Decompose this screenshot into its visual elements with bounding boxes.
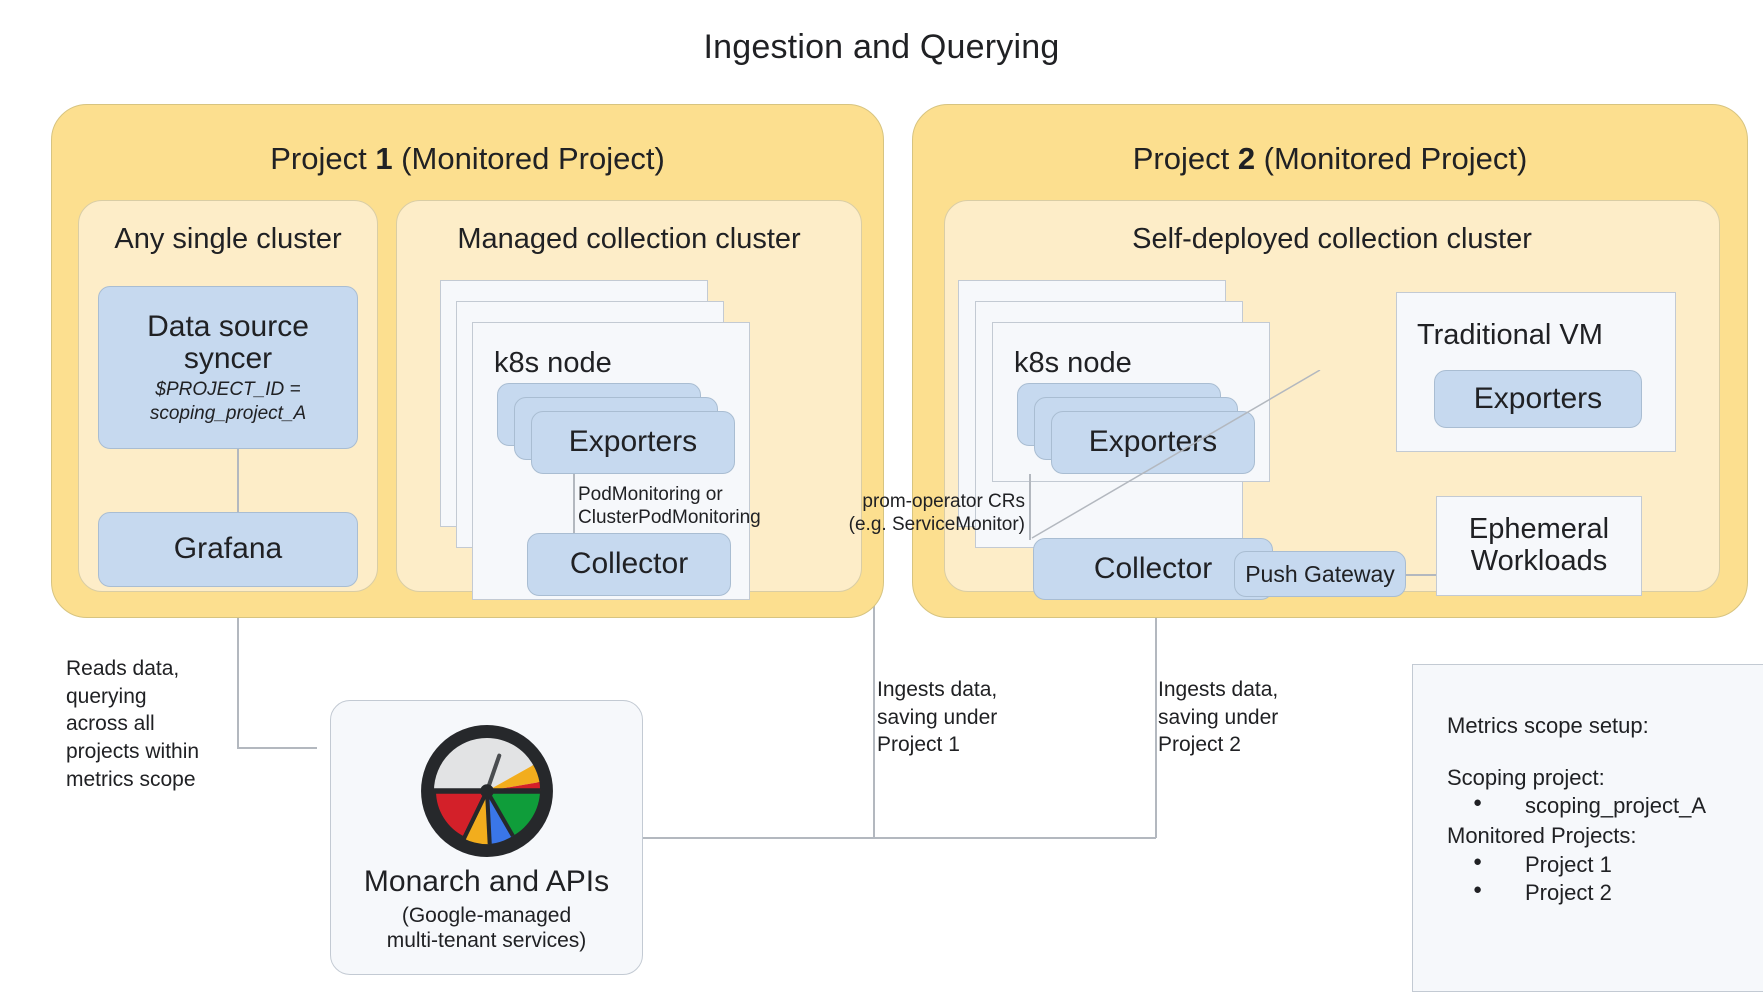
edge-label-podmonitoring-line2: ClusterPodMonitoring [578, 507, 761, 529]
component-data-source-syncer[interactable]: Data source syncer $PROJECT_ID = scoping… [98, 286, 358, 449]
collector-managed-label: Collector [569, 547, 689, 581]
cluster-managed-collection-title: Managed collection cluster [457, 223, 801, 255]
traditional-vm-label: Traditional VM [1417, 319, 1603, 351]
project-1-label-number: 1 [375, 141, 393, 176]
edge-label-podmonitoring-line1: PodMonitoring or [578, 484, 723, 505]
component-exporters-self[interactable]: Exporters [1051, 411, 1255, 474]
edge-label-prom-operator: prom-operator CRs (e.g. ServiceMonitor) [829, 490, 1025, 536]
list-item: Project 2 [1447, 879, 1729, 908]
host-ephemeral-workloads: Ephemeral Workloads [1436, 496, 1642, 596]
k8s-node-self-label: k8s node [1014, 347, 1132, 379]
cluster-any-single-title: Any single cluster [114, 223, 342, 255]
scoping-project-heading: Scoping project: [1447, 764, 1605, 790]
edge-label-prom-operator-line2: (e.g. ServiceMonitor) [848, 514, 1025, 536]
project-2-label-prefix: Project [1132, 141, 1238, 176]
cluster-self-deployed-title: Self-deployed collection cluster [1132, 223, 1532, 255]
data-source-syncer-label-line2: syncer [183, 342, 273, 376]
exporters-vm-label: Exporters [1473, 381, 1603, 415]
data-source-syncer-project-value: scoping_project_A [149, 402, 307, 424]
connector-exporters-to-collector-self [1029, 474, 1031, 540]
list-item: Project 1 [1447, 851, 1729, 880]
component-push-gateway[interactable]: Push Gateway [1234, 551, 1406, 597]
ephemeral-workloads-label-line2: Workloads [1470, 545, 1608, 577]
monitored-projects-heading: Monitored Projects: [1447, 822, 1637, 848]
note-ingests-project-1: Ingests data, saving under Project 1 [877, 678, 998, 757]
component-collector-managed[interactable]: Collector [527, 533, 731, 596]
project-2-title: Project 2 (Monitored Project) [913, 141, 1747, 177]
note-reads-data: Reads data, querying across all projects… [66, 657, 200, 791]
monarch-subtitle: (Google-managed multi-tenant services) [387, 903, 587, 953]
monarch-subtitle-line1: (Google-managed [401, 904, 572, 927]
ephemeral-workloads-label-line1: Ephemeral [1468, 513, 1610, 546]
edge-label-prom-operator-line1: prom-operator CRs [862, 491, 1025, 512]
note-ingests-project-2: Ingests data, saving under Project 2 [1158, 678, 1279, 757]
connector-grafana-down [237, 531, 239, 748]
monarch-title: Monarch and APIs [363, 865, 610, 898]
collector-self-label: Collector [1093, 551, 1213, 585]
connector-collector1-drop [873, 582, 875, 838]
page-title: Ingestion and Querying [703, 28, 1060, 66]
metrics-scope-heading: Metrics scope setup: [1447, 713, 1649, 738]
project-1-title: Project 1 (Monitored Project) [52, 141, 883, 177]
metrics-scope-panel: Metrics scope setup: Scoping project: sc… [1412, 664, 1763, 992]
project-1-label-prefix: Project [270, 141, 376, 176]
cloud-monitoring-gauge-logo [420, 725, 553, 857]
data-source-syncer-label-line1: Data source [147, 309, 309, 343]
component-exporters-managed[interactable]: Exporters [531, 411, 735, 474]
monarch-subtitle-line2: multi-tenant services) [386, 929, 587, 953]
grafana-label: Grafana [173, 532, 283, 566]
connector-exporters-to-collector-managed [573, 474, 575, 546]
k8s-node-managed-label: k8s node [494, 347, 612, 379]
project-2-label-suffix: (Monitored Project) [1255, 141, 1528, 176]
connector-collector2-down [1155, 545, 1157, 838]
connector-collector2-to-monarch [630, 837, 1156, 839]
data-source-syncer-project-id: $PROJECT_ID = [155, 378, 301, 400]
connector-grafana-to-monarch [237, 747, 317, 749]
edge-label-podmonitoring: PodMonitoring or ClusterPodMonitoring [578, 483, 788, 529]
exporters-managed-label: Exporters [568, 425, 698, 459]
connector-vm-exporters-to-collector [1031, 370, 1321, 539]
project-2-label-number: 2 [1237, 141, 1256, 176]
monitored-projects-list: Project 1 Project 2 [1447, 851, 1729, 908]
scoping-project-list: scoping_project_A [1447, 792, 1729, 821]
list-item: scoping_project_A [1447, 792, 1729, 821]
connector-pushgateway-to-ephemeral [1406, 574, 1436, 576]
push-gateway-label: Push Gateway [1245, 560, 1395, 587]
monarch-and-apis-card[interactable]: Monarch and APIs (Google-managed multi-t… [330, 700, 643, 975]
component-collector-self[interactable]: Collector [1033, 538, 1273, 600]
project-1-label-suffix: (Monitored Project) [392, 141, 665, 176]
component-grafana[interactable]: Grafana [98, 512, 358, 587]
component-exporters-vm[interactable]: Exporters [1434, 370, 1642, 428]
connector-syncer-to-grafana [237, 449, 239, 512]
